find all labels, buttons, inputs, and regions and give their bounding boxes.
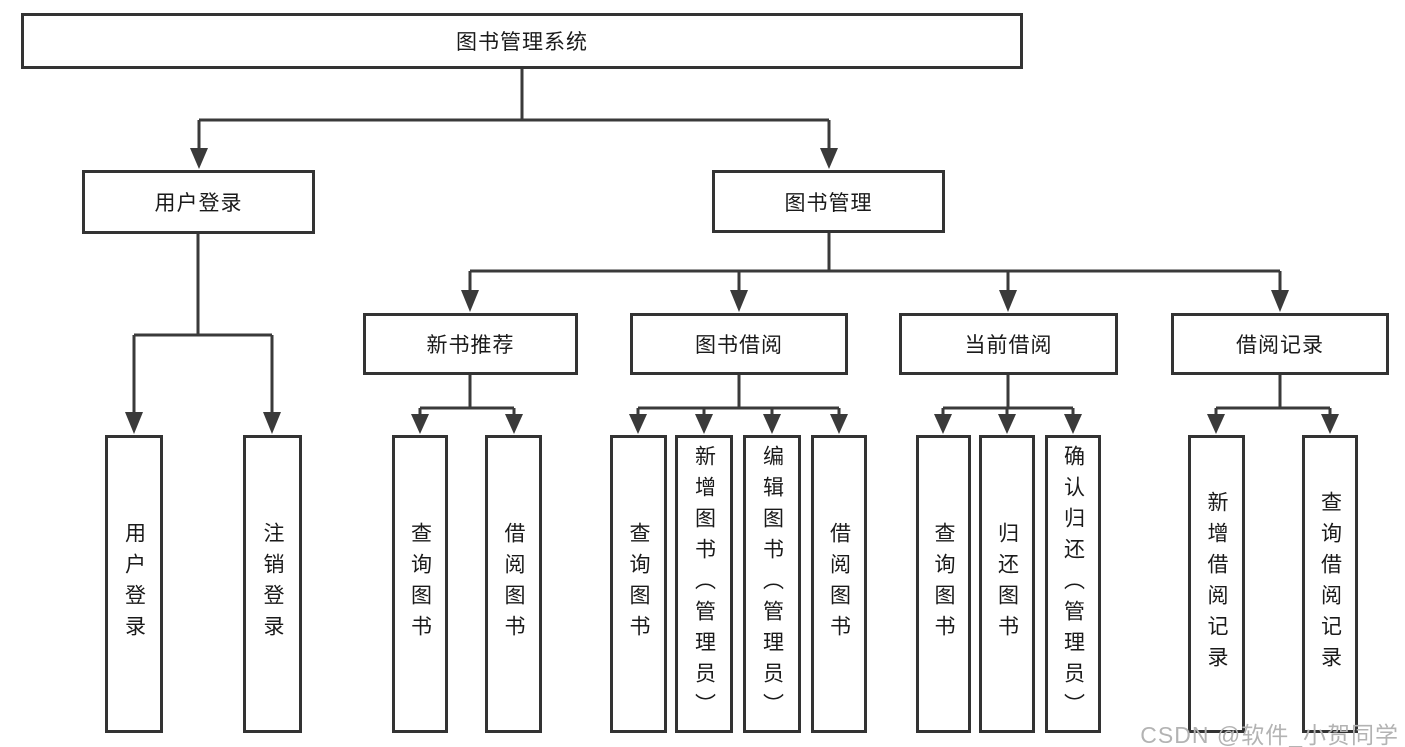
leaf-query-book-current: 查询图书 bbox=[916, 435, 971, 733]
node-book-borrow: 图书借阅 bbox=[630, 313, 848, 375]
arrowhead bbox=[505, 414, 523, 434]
node-label: 注销登录 bbox=[261, 522, 284, 646]
arrowhead bbox=[629, 414, 647, 434]
node-label: 查询图书 bbox=[932, 522, 955, 646]
arrowhead bbox=[1207, 414, 1225, 434]
node-label: 借阅图书 bbox=[502, 522, 525, 646]
node-label: 图书管理系统 bbox=[456, 31, 588, 54]
arrowhead bbox=[411, 414, 429, 434]
arrowhead bbox=[999, 290, 1017, 312]
connector-user-login bbox=[132, 234, 274, 414]
arrowhead bbox=[125, 412, 143, 434]
connector-current-borrow bbox=[941, 375, 1075, 416]
node-label: 用户登录 bbox=[122, 522, 146, 646]
arrowhead bbox=[830, 414, 848, 434]
leaf-return-book: 归还图书 bbox=[979, 435, 1035, 733]
arrowhead bbox=[1064, 414, 1082, 434]
arrowhead bbox=[263, 412, 281, 434]
node-label: 查询借阅记录 bbox=[1318, 491, 1342, 677]
connector-book-management bbox=[468, 233, 1282, 292]
connector-new-book bbox=[418, 375, 516, 416]
leaf-logout-login: 注销登录 bbox=[243, 435, 302, 733]
node-label: 借阅记录 bbox=[1236, 334, 1324, 357]
leaf-add-book-admin: 新增图书（管理员） bbox=[675, 435, 733, 733]
node-book-management: 图书管理 bbox=[712, 170, 945, 233]
watermark: CSDN @软件_小贺同学 bbox=[1140, 722, 1399, 747]
leaf-add-borrow-record: 新增借阅记录 bbox=[1188, 435, 1245, 733]
arrowhead bbox=[998, 414, 1016, 434]
node-borrow-records: 借阅记录 bbox=[1171, 313, 1389, 375]
leaf-query-book-borrow: 查询图书 bbox=[610, 435, 667, 733]
leaf-edit-book-admin: 编辑图书（管理员） bbox=[743, 435, 801, 733]
arrowhead bbox=[1271, 290, 1289, 312]
node-current-borrow: 当前借阅 bbox=[899, 313, 1118, 375]
node-label: 归还图书 bbox=[995, 522, 1019, 646]
connector-root bbox=[197, 69, 831, 150]
node-label: 当前借阅 bbox=[964, 334, 1053, 357]
leaf-query-book-recommend: 查询图书 bbox=[392, 435, 448, 733]
arrowhead bbox=[820, 148, 838, 169]
node-label: 用户登录 bbox=[154, 192, 243, 215]
node-label: 新增借阅记录 bbox=[1205, 491, 1228, 677]
node-label: 图书借阅 bbox=[695, 334, 783, 357]
node-label: 新书推荐 bbox=[426, 334, 515, 357]
arrowhead bbox=[763, 414, 781, 434]
node-label: 查询图书 bbox=[627, 522, 650, 646]
node-label: 查询图书 bbox=[408, 522, 432, 646]
node-new-book-recommend: 新书推荐 bbox=[363, 313, 578, 375]
leaf-borrow-book: 借阅图书 bbox=[811, 435, 867, 733]
arrowhead bbox=[695, 414, 713, 434]
arrowhead bbox=[1321, 414, 1339, 434]
node-user-login: 用户登录 bbox=[82, 170, 315, 234]
arrowhead bbox=[934, 414, 952, 434]
node-label: 借阅图书 bbox=[827, 522, 851, 646]
leaf-query-borrow-record: 查询借阅记录 bbox=[1302, 435, 1358, 733]
node-label: 图书管理 bbox=[784, 191, 873, 215]
connector-borrow-records bbox=[1214, 375, 1332, 416]
arrowhead bbox=[190, 148, 208, 169]
node-label: 新增图书（管理员） bbox=[692, 444, 716, 724]
node-label: 确认归还（管理员） bbox=[1061, 444, 1085, 724]
node-label: 编辑图书（管理员） bbox=[760, 444, 784, 724]
leaf-confirm-return-admin: 确认归还（管理员） bbox=[1045, 435, 1101, 733]
connector-book-borrow bbox=[636, 375, 841, 416]
arrowhead bbox=[730, 290, 748, 312]
arrowhead bbox=[461, 290, 479, 312]
node-library-system: 图书管理系统 bbox=[21, 13, 1023, 69]
leaf-user-login: 用户登录 bbox=[105, 435, 163, 733]
leaf-borrow-book-recommend: 借阅图书 bbox=[485, 435, 542, 733]
